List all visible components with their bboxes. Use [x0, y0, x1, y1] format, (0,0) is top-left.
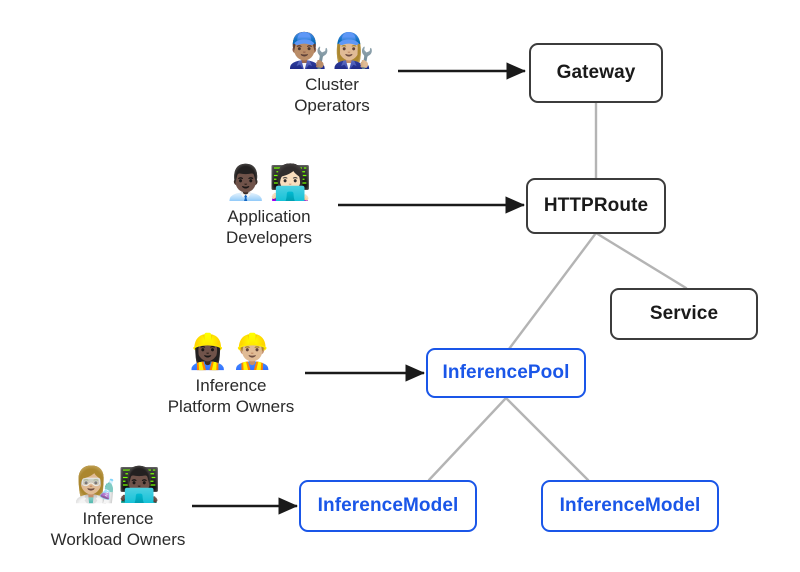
edge-inferencepool-inferencemodel-1: [427, 396, 508, 482]
inference-workload-owners-icons: 👩🏼‍🔬👨🏿‍💻: [73, 465, 163, 505]
cluster-operators-icons: 👨🏽‍🔧👩🏼‍🔧: [287, 31, 377, 71]
node-gateway-label: Gateway: [556, 62, 636, 83]
persona-application-developers: 👨🏿‍💼👩🏻‍💻 Application Developers: [198, 162, 340, 248]
inference-platform-owners-label: Inference Platform Owners: [167, 376, 295, 416]
inference-workload-owners-label: Inference Workload Owners: [50, 509, 186, 549]
node-inferencemodel-2-label: InferenceModel: [559, 495, 701, 516]
node-inferencemodel-1[interactable]: InferenceModel: [299, 480, 477, 532]
inference-platform-owners-icons: 👷🏿‍♀️👷🏼‍♂️: [186, 332, 276, 372]
cluster-operators-label: Cluster Operators: [294, 75, 370, 115]
node-inferencepool[interactable]: InferencePool: [426, 348, 586, 398]
application-developers-label: Application Developers: [226, 207, 312, 247]
node-inferencemodel-2[interactable]: InferenceModel: [541, 480, 719, 532]
node-inferencepool-label: InferencePool: [442, 362, 570, 383]
node-httproute[interactable]: HTTPRoute: [526, 178, 666, 234]
edge-httproute-service: [594, 231, 688, 290]
persona-inference-workload-owners: 👩🏼‍🔬👨🏿‍💻 Inference Workload Owners: [42, 464, 194, 550]
node-inferencemodel-1-label: InferenceModel: [317, 495, 459, 516]
node-service[interactable]: Service: [610, 288, 758, 340]
persona-cluster-operators: 👨🏽‍🔧👩🏼‍🔧 Cluster Operators: [262, 30, 402, 116]
edge-inferencepool-inferencemodel-2: [504, 396, 590, 482]
node-service-label: Service: [649, 303, 719, 324]
node-gateway[interactable]: Gateway: [529, 43, 663, 103]
persona-inference-platform-owners: 👷🏿‍♀️👷🏼‍♂️ Inference Platform Owners: [155, 331, 307, 417]
application-developers-icons: 👨🏿‍💼👩🏻‍💻: [224, 163, 314, 203]
edge-httproute-inferencepool: [507, 231, 598, 351]
node-httproute-label: HTTPRoute: [543, 195, 649, 216]
